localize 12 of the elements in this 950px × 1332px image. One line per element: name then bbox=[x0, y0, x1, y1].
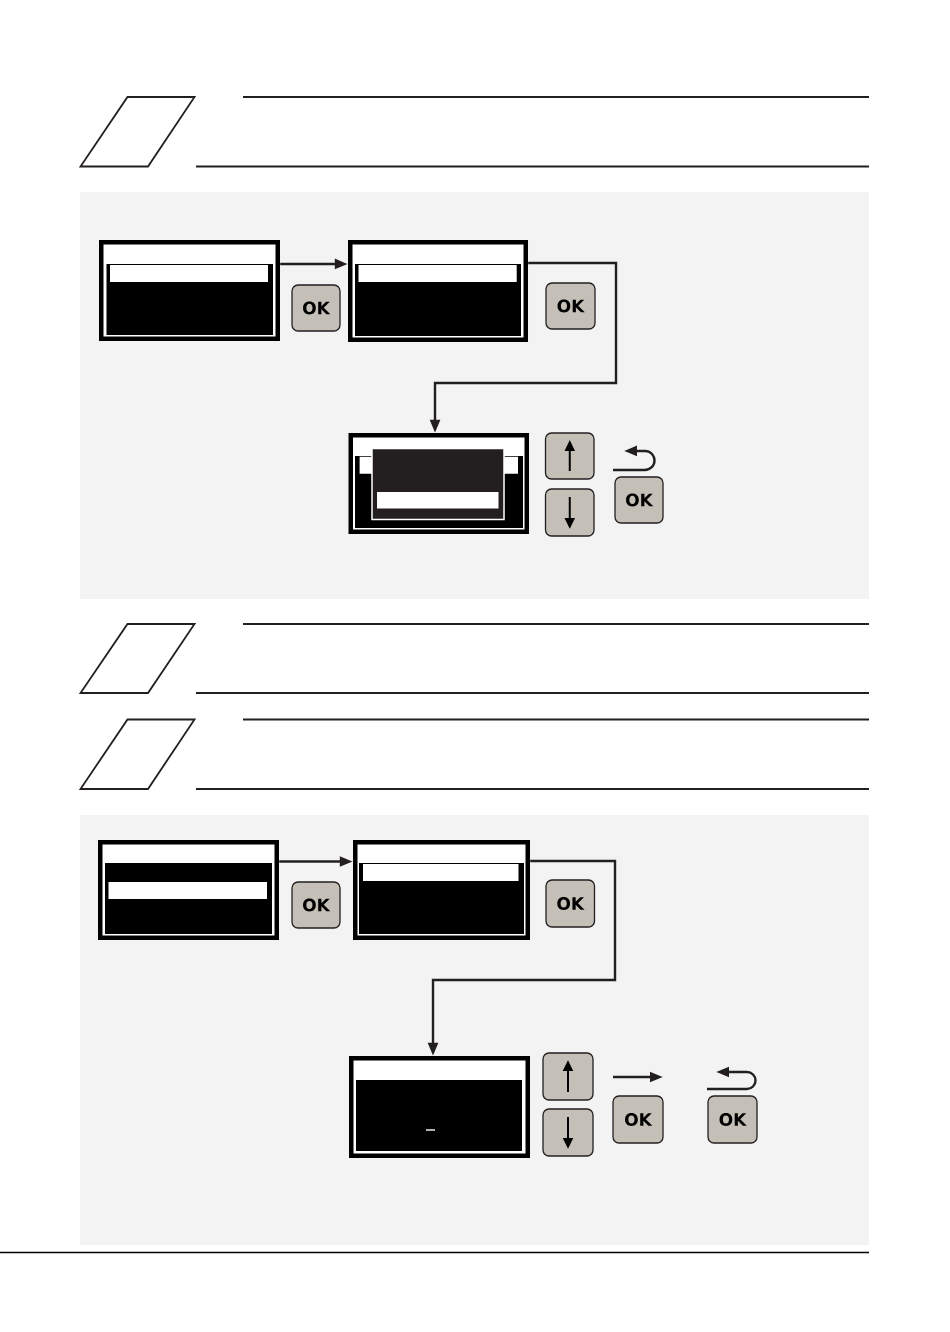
key-button bbox=[542, 1052, 594, 1101]
lcd-screen bbox=[349, 1056, 530, 1158]
ok-key: OK bbox=[291, 284, 341, 332]
ok-key: OK bbox=[291, 881, 341, 929]
key-button bbox=[544, 432, 595, 480]
ok-key: OK bbox=[545, 879, 596, 928]
ok-key: OK bbox=[545, 282, 596, 330]
key-button bbox=[542, 1108, 594, 1157]
key-button bbox=[544, 488, 595, 537]
ok-key: OK bbox=[614, 476, 664, 524]
ok-key: OK bbox=[612, 1095, 664, 1144]
ok-key: OK bbox=[707, 1095, 758, 1144]
